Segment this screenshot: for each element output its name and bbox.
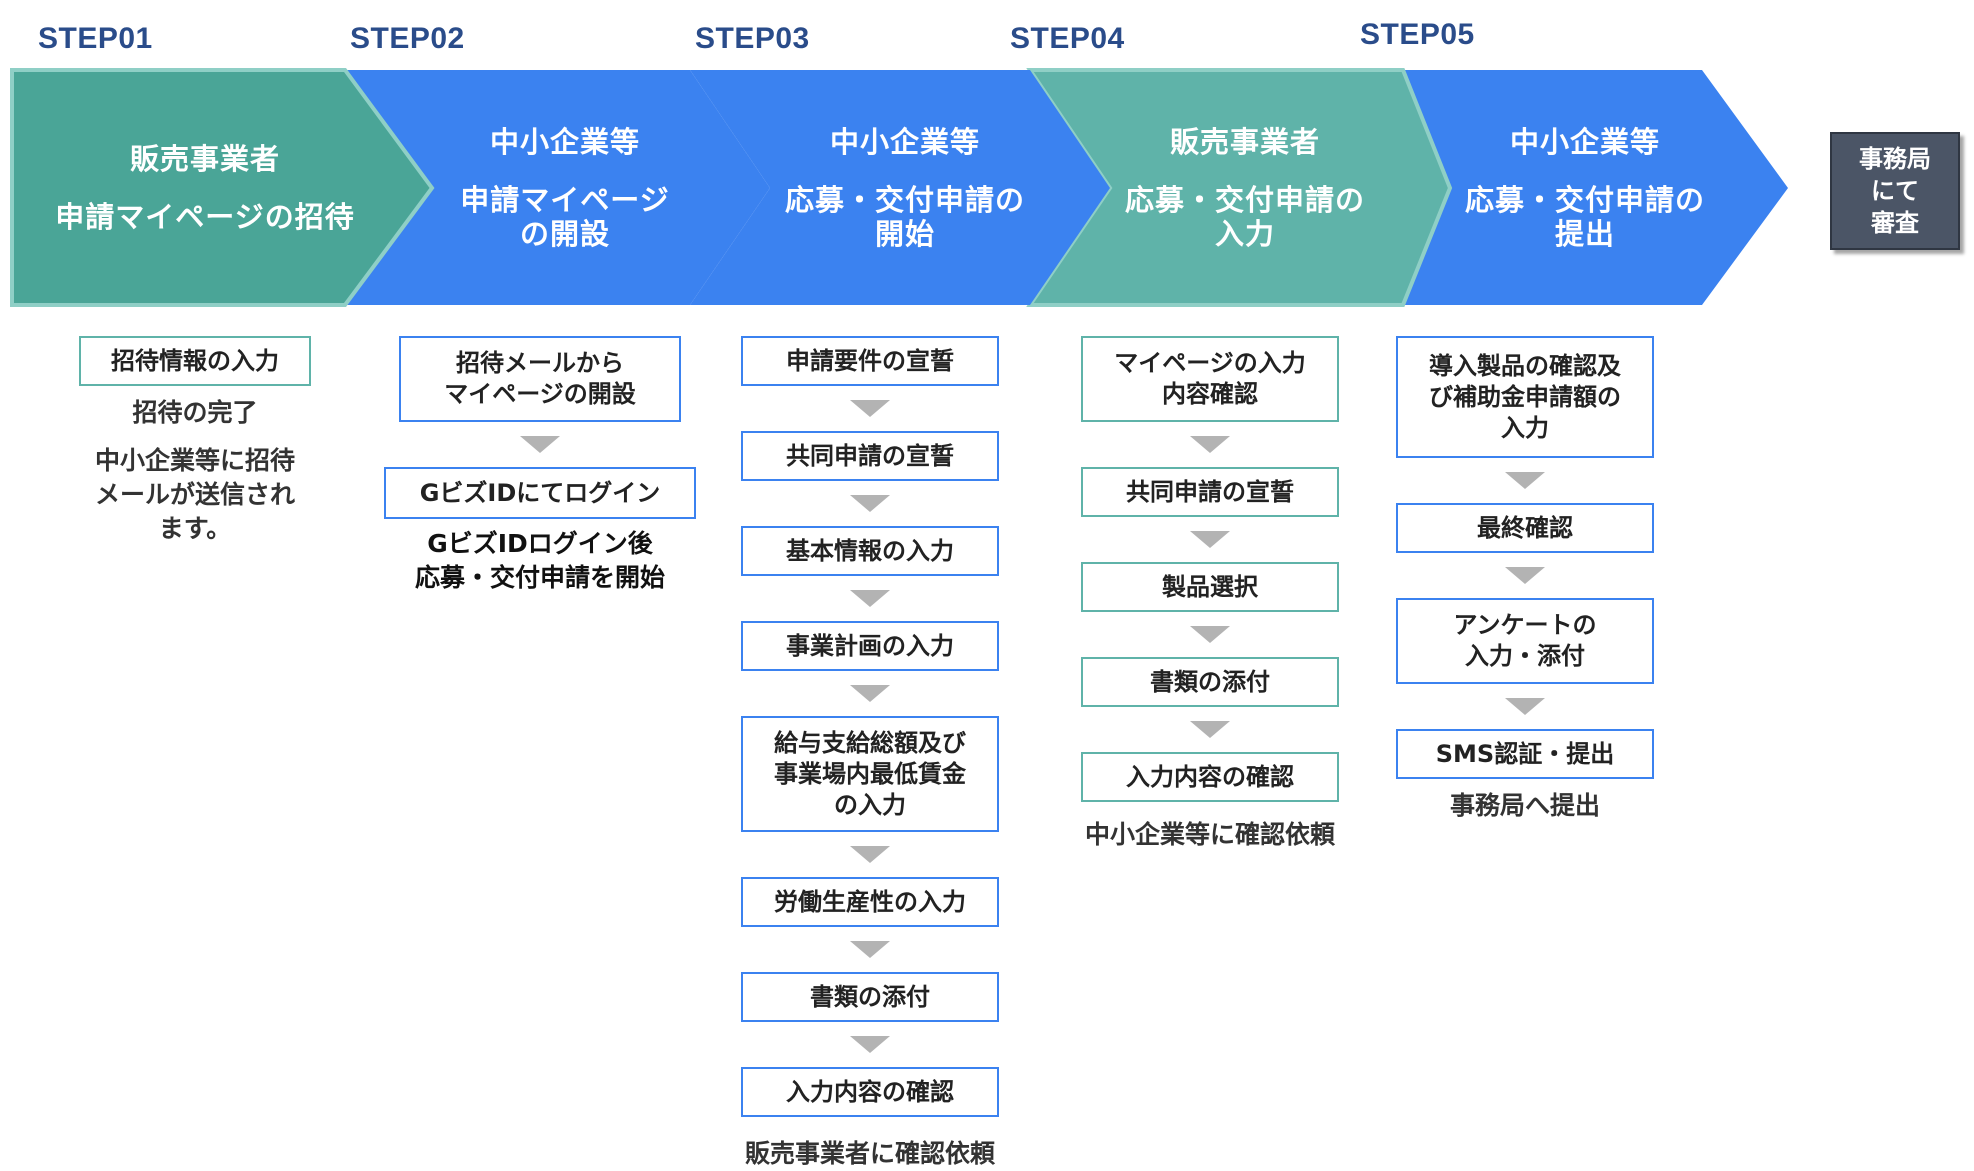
step03-box-4: 事業計画の入力 [741, 621, 999, 671]
step03-label: STEP03 [695, 22, 810, 55]
step01-box-invite-input: 招待情報の入力 [79, 336, 311, 386]
step03-note-request: 販売事業者に確認依頼 [744, 1139, 995, 1168]
step04-box-5: 入力内容の確認 [1081, 752, 1339, 802]
down-arrow-icon [850, 400, 890, 417]
step05-box-4: SMS認証・提出 [1396, 729, 1654, 779]
step05-label: STEP05 [1360, 18, 1475, 51]
chevron-step05-text: 中小企業等 応募・交付申請の 提出 [1440, 70, 1730, 305]
chevron-step03 [690, 70, 1110, 305]
step03-actor: 中小企業等 [829, 124, 980, 159]
step05-box-2: 最終確認 [1396, 503, 1654, 553]
down-arrow-icon [1190, 626, 1230, 643]
down-arrow-icon [1505, 472, 1545, 489]
step03-box-5: 給与支給総額及び 事業場内最低賃金 の入力 [741, 716, 999, 832]
step01-note-sent: 中小企業等に招待 メールが送信され ます。 [94, 446, 295, 543]
step02-box-open-mypage: 招待メールから マイページの開設 [399, 336, 681, 422]
step02-column: 招待メールから マイページの開設 GビズIDにてログイン GビズIDログイン後 … [380, 336, 700, 595]
step03-box-8: 入力内容の確認 [741, 1067, 999, 1117]
down-arrow-icon [1190, 721, 1230, 738]
step05-actor: 中小企業等 [1509, 124, 1660, 159]
step03-box-6: 労働生産性の入力 [741, 877, 999, 927]
step02-actor: 中小企業等 [489, 124, 640, 159]
chevron-step01-text: 販売事業者 申請マイページの招待 [55, 70, 355, 305]
step03-box-7: 書類の添付 [741, 972, 999, 1022]
step01-actor: 販売事業者 [129, 141, 280, 176]
step04-actor: 販売事業者 [1169, 124, 1320, 159]
step01-label: STEP01 [38, 22, 153, 55]
step04-column: マイページの入力 内容確認 共同申請の宣誓 製品選択 書類の添付 入力内容の確認… [1075, 336, 1345, 852]
step05-column: 導入製品の確認及 び補助金申請額の 入力 最終確認 アンケートの 入力・添付 S… [1390, 336, 1660, 823]
step05-box-3: アンケートの 入力・添付 [1396, 598, 1654, 684]
chevron-step03-text: 中小企業等 応募・交付申請の 開始 [760, 70, 1050, 305]
step01-column: 招待情報の入力 招待の完了 中小企業等に招待 メールが送信され ます。 [55, 336, 335, 546]
process-chevrons [10, 68, 1788, 307]
step02-label: STEP02 [350, 22, 465, 55]
step05-note-submit: 事務局へ提出 [1449, 791, 1600, 820]
step03-action: 応募・交付申請の 開始 [784, 182, 1025, 251]
down-arrow-icon [1505, 698, 1545, 715]
down-arrow-icon [850, 495, 890, 512]
step04-label: STEP04 [1010, 22, 1125, 55]
step04-note-request: 中小企業等に確認依頼 [1084, 820, 1335, 849]
chevron-step02 [345, 70, 770, 305]
chevron-step02-text: 中小企業等 申請マイページ の開設 [420, 70, 710, 305]
down-arrow-icon [520, 436, 560, 453]
down-arrow-icon [850, 846, 890, 863]
chevron-step04-text: 販売事業者 応募・交付申請の 入力 [1100, 70, 1390, 305]
step05-action: 応募・交付申請の 提出 [1464, 182, 1705, 251]
down-arrow-icon [850, 941, 890, 958]
step02-box-gbiz-login: GビズIDにてログイン [384, 467, 696, 519]
step03-box-1: 申請要件の宣誓 [741, 336, 999, 386]
step04-box-3: 製品選択 [1081, 562, 1339, 612]
step02-action: 申請マイページ の開設 [460, 182, 670, 251]
step05-box-1: 導入製品の確認及 び補助金申請額の 入力 [1396, 336, 1654, 458]
down-arrow-icon [850, 685, 890, 702]
step04-box-1: マイページの入力 内容確認 [1081, 336, 1339, 422]
step02-note-start: GビズIDログイン後 応募・交付申請を開始 [414, 529, 665, 592]
chevron-step01 [10, 68, 435, 307]
down-arrow-icon [1505, 567, 1545, 584]
step01-note-complete: 招待の完了 [132, 398, 258, 427]
step04-box-2: 共同申請の宣誓 [1081, 467, 1339, 517]
down-arrow-icon [850, 1036, 890, 1053]
chevron-step05 [1370, 70, 1788, 305]
step03-column: 申請要件の宣誓 共同申請の宣誓 基本情報の入力 事業計画の入力 給与支給総額及び… [735, 336, 1005, 1171]
step04-box-4: 書類の添付 [1081, 657, 1339, 707]
step03-box-3: 基本情報の入力 [741, 526, 999, 576]
step03-box-2: 共同申請の宣誓 [741, 431, 999, 481]
down-arrow-icon [1190, 531, 1230, 548]
down-arrow-icon [1190, 436, 1230, 453]
step04-action: 応募・交付申請の 入力 [1124, 182, 1365, 251]
final-review-box: 事務局 にて 審査 [1830, 132, 1960, 250]
step01-action: 申請マイページの招待 [55, 199, 355, 234]
down-arrow-icon [850, 590, 890, 607]
